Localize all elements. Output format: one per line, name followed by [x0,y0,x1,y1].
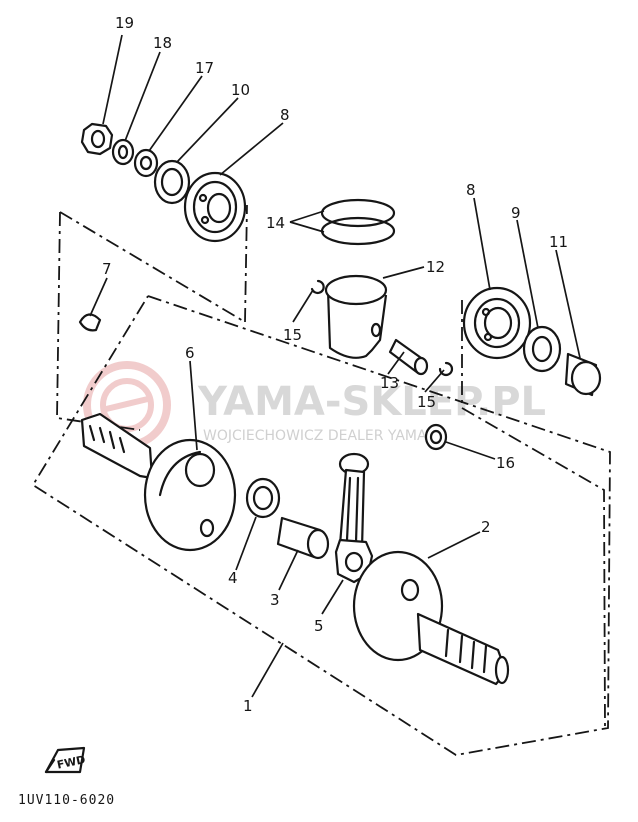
callout-8-left: 8 [280,106,290,124]
part-14-piston-rings [320,198,396,246]
callout-12: 12 [426,258,445,276]
callout-17: 17 [195,59,214,77]
callout-1: 1 [243,697,253,715]
callout-2: 2 [481,518,491,536]
callout-16: 16 [496,454,515,472]
part-8-bearing-left [183,171,247,243]
watermark-title: YAMA-SKLEP.PL [197,379,546,425]
part-4-needle-bearing [245,477,281,519]
fwd-arrow: FWD [44,746,87,774]
part-8-bearing-right [462,286,532,360]
callout-11: 11 [549,233,568,251]
callout-13: 13 [380,374,399,392]
part-7-key [78,313,102,332]
part-15-clip-lower [438,361,454,377]
part-17-washer [133,148,159,178]
part-13-piston-pin [388,338,429,376]
part-12-piston [324,274,388,359]
part-2-crank-right [352,550,510,686]
drawing-code: 1UV110-6020 [18,793,115,808]
leader-lines [89,34,581,698]
callout-19: 19 [115,14,134,32]
callout-10: 10 [231,81,250,99]
part-10-oil-seal [153,159,191,205]
assembly-boundary [31,204,611,756]
callout-4: 4 [228,569,238,587]
part-18-washer [111,138,135,166]
callout-3: 3 [270,591,280,609]
part-16-needle-bearing [424,423,448,451]
part-9-oil-seal [522,325,562,373]
part-19-nut [80,122,114,156]
part-3-crank-pin [276,516,330,560]
callout-18: 18 [153,34,172,52]
callout-8-right: 8 [466,181,476,199]
fwd-label: FWD [56,753,87,772]
part-5-connecting-rod [334,452,374,584]
callout-numbers: 19 18 17 10 8 14 12 7 15 6 13 15 16 8 9 … [102,14,568,715]
callout-7: 7 [102,260,112,278]
callout-5: 5 [314,617,324,635]
callout-15-lower: 15 [417,393,436,411]
callout-9: 9 [511,204,521,222]
callout-15-upper: 15 [283,326,302,344]
watermark-subtitle: WOJCIECHOWICZ DEALER YAMAHA [203,428,447,444]
part-11-collar [564,352,602,397]
part-15-clip-upper [310,279,325,295]
callout-6: 6 [185,344,195,362]
watermark: YAMA-SKLEP.PL WOJCIECHOWICZ DEALER YAMAH… [83,361,546,449]
callout-14: 14 [266,214,285,232]
part-6-crank-left [80,412,237,552]
